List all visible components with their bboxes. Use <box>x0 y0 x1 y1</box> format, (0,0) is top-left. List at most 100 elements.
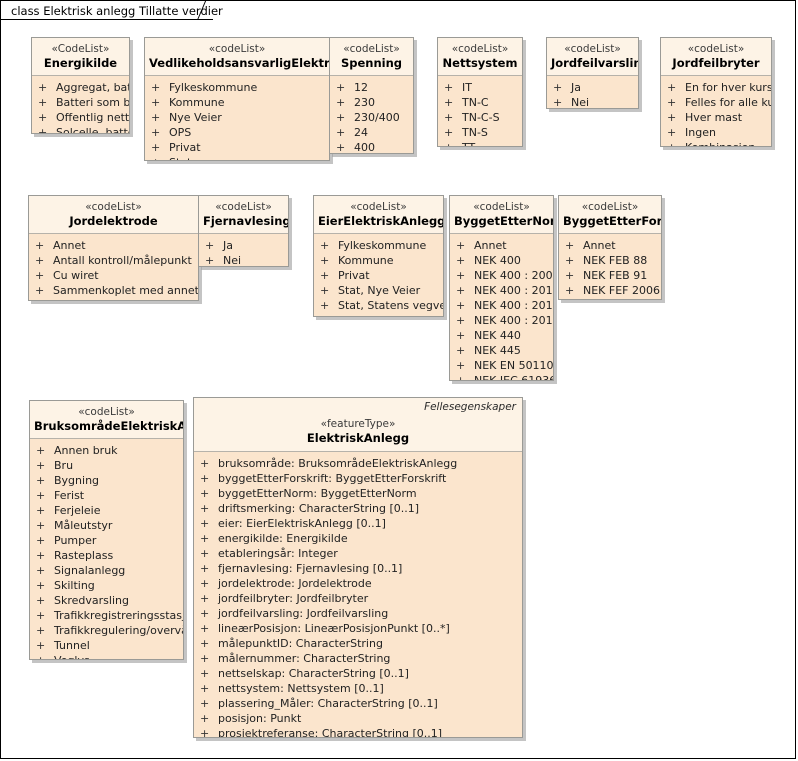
attribute-label: Annet <box>474 239 507 252</box>
visibility-marker: + <box>200 532 210 545</box>
attribute-row: +Felles for alle kurser <box>661 95 771 110</box>
class-box-jordelektrode[interactable]: «codeList» Jordelektrode +Annet +Antall … <box>28 195 199 301</box>
attribute-label: Privat <box>169 141 201 154</box>
attribute-label: Hver mast <box>685 111 743 124</box>
attribute-label: NEK FEF 2006 <box>583 284 660 297</box>
visibility-marker: + <box>36 579 46 592</box>
attribute-label: Privat <box>338 269 370 282</box>
stereotype-label: «codeList» <box>350 201 407 213</box>
attribute-label: Nei <box>223 254 242 267</box>
visibility-marker: + <box>200 607 210 620</box>
attribute-row: +Bygning <box>30 473 183 488</box>
attribute-label: Signalanlegg <box>54 564 126 577</box>
visibility-marker: + <box>456 314 466 327</box>
attribute-label: Statens vegvesen <box>169 155 267 160</box>
class-box-elektriskanlegg[interactable]: Fellesegenskaper «featureType» Elektrisk… <box>193 397 523 738</box>
attribute-label: Bygning <box>54 474 100 487</box>
attribute-row: +Offentlig nett <box>32 110 129 125</box>
attribute-row: +Ja <box>547 80 638 95</box>
class-box-spenning[interactable]: «codeList» Spenning +12 +230 +230/400 +2… <box>329 37 414 154</box>
class-attributes-spenning: +12 +230 +230/400 +24 +400 +690 <box>330 76 413 153</box>
class-attributes-bruksomrade: +Annen bruk +Bru +Bygning +Ferist +Ferje… <box>30 439 183 659</box>
visibility-marker: + <box>36 609 46 622</box>
attribute-label: nettselskap: CharacterString [0..1] <box>218 667 409 680</box>
attribute-label: plassering_Måler: CharacterString [0..1] <box>218 697 438 710</box>
visibility-marker: + <box>320 239 330 252</box>
attribute-row: +Ja <box>199 238 288 253</box>
class-header-fjernavlesing: «codeList» Fjernavlesing <box>199 196 288 234</box>
visibility-marker: + <box>200 682 210 695</box>
attribute-row: +NEK FEF 2006 <box>559 283 661 298</box>
attribute-row: +Nei <box>547 95 638 109</box>
attribute-row: +Spyd <box>29 298 198 300</box>
attribute-row: +Kommune <box>314 253 443 268</box>
class-header-jordfeilvarsling: «codeList» Jordfeilvarsling <box>547 38 638 76</box>
attribute-row: +eier: EierElektriskAnlegg [0..1] <box>194 516 522 531</box>
visibility-marker: + <box>36 564 46 577</box>
stereotype-label: «codeList» <box>687 43 745 55</box>
attribute-row: +NEK FEB 91 <box>559 268 661 283</box>
visibility-marker: + <box>456 284 466 297</box>
attribute-label: målernummer: CharacterString <box>218 652 391 665</box>
class-box-byggetetterforskrift[interactable]: «codeList» ByggetEtterForskrift +Annet +… <box>558 195 662 300</box>
attribute-label: IT <box>462 81 472 94</box>
attribute-row: +Stat, Nye Veier <box>314 283 443 298</box>
attribute-row: + Solcelle, batteri <box>32 125 129 134</box>
attribute-row: +12 <box>330 80 413 95</box>
visibility-marker: + <box>200 667 210 680</box>
class-box-bruksomradeelektriskanlegg[interactable]: «codeList» BruksområdeElektriskAnlegg +A… <box>29 400 184 660</box>
class-box-jordfeilvarsling[interactable]: «codeList» Jordfeilvarsling +Ja +Nei <box>546 37 639 109</box>
attribute-label: Offentlig nett <box>56 111 130 124</box>
attribute-row: +Nye Veier <box>145 110 329 125</box>
class-box-vedlikeholdsansvarligelektriskanlegg[interactable]: «codeList» VedlikeholdsansvarligElektris… <box>144 37 330 161</box>
class-box-eierelektriskanlegg[interactable]: «codeList» EierElektriskAnlegg +Fylkesko… <box>313 195 444 317</box>
visibility-marker: + <box>667 140 685 146</box>
visibility-marker: + <box>200 592 210 605</box>
class-header-eierelektriskanlegg: «codeList» EierElektriskAnlegg <box>314 196 443 234</box>
attribute-row: +Pumper <box>30 533 183 548</box>
visibility-marker: + <box>320 299 330 312</box>
class-attributes-eierelektriskanlegg: +Fylkeskommune +Kommune +Privat +Stat, N… <box>314 234 443 316</box>
attribute-row: +En for hver kurs <box>661 80 771 95</box>
visibility-marker: + <box>667 81 677 94</box>
visibility-marker: + <box>200 637 210 650</box>
stereotype-label: «codeList» <box>215 201 272 213</box>
visibility-marker: + <box>565 239 575 252</box>
attribute-row: + nettselskap: CharacterString [0..1] <box>194 666 522 681</box>
visibility-marker: + <box>553 96 563 109</box>
class-attributes-nettsystem: +IT +TN-C +TN-C-S +TN-S +TT <box>438 76 522 146</box>
visibility-marker: + <box>200 622 210 635</box>
attribute-label: Cu wiret <box>53 269 99 282</box>
visibility-marker: + <box>456 239 466 252</box>
class-name-label: VedlikeholdsansvarligElektriskAnlegg <box>149 56 330 70</box>
visibility-marker: + <box>667 126 677 139</box>
attribute-row: +posisjon: Punkt <box>194 711 522 726</box>
class-name-label: Spenning <box>340 56 403 70</box>
class-box-byggetetternorm[interactable]: «codeList» ByggetEtterNorm +Annet +NEK 4… <box>449 195 554 381</box>
attribute-row: +Trafikkregulering/overvåking <box>30 623 183 638</box>
attribute-label: Solcelle, batteri <box>56 126 129 134</box>
attribute-row: +TN-C-S <box>438 110 522 125</box>
class-box-fjernavlesing[interactable]: «codeList» Fjernavlesing +Ja +Nei <box>198 195 289 267</box>
attribute-row: +målepunktID: CharacterString <box>194 636 522 651</box>
attribute-label: jordelektrode: Jordelektrode <box>218 577 372 590</box>
class-header-vedlikeholdsansvarlig: «codeList» VedlikeholdsansvarligElektris… <box>145 38 329 76</box>
class-box-energikilde[interactable]: «CodeList» Energikilde +Aggregat, batter… <box>31 37 130 134</box>
attribute-row: +driftsmerking: CharacterString [0..1] <box>194 501 522 516</box>
attribute-label: Stat, Nye Veier <box>338 284 421 297</box>
attribute-row: +NEK 400 : 2006 <box>450 268 553 283</box>
attribute-label: bruksområde: BruksområdeElektriskAnlegg <box>218 457 458 470</box>
attribute-label: Kommune <box>169 96 225 109</box>
visibility-marker: + <box>38 126 48 134</box>
visibility-marker: + <box>320 254 330 267</box>
class-box-nettsystem[interactable]: «codeList» Nettsystem +IT +TN-C +TN-C-S … <box>437 37 523 147</box>
class-box-jordfeilbryter[interactable]: «codeList» Jordfeilbryter +En for hver k… <box>660 37 772 147</box>
attribute-label: NEK 400 : 2006 <box>474 269 554 282</box>
class-name-label: Jordelektrode <box>69 214 158 228</box>
visibility-marker: + <box>565 254 575 267</box>
attribute-row: +Bru <box>30 458 183 473</box>
visibility-marker: + <box>151 111 161 124</box>
attribute-row: +Sammenkoplet med annet nett <box>29 283 198 298</box>
attribute-row: +NEK EN 50110-1 <box>450 358 553 373</box>
attribute-row: +Rasteplass <box>30 548 183 563</box>
